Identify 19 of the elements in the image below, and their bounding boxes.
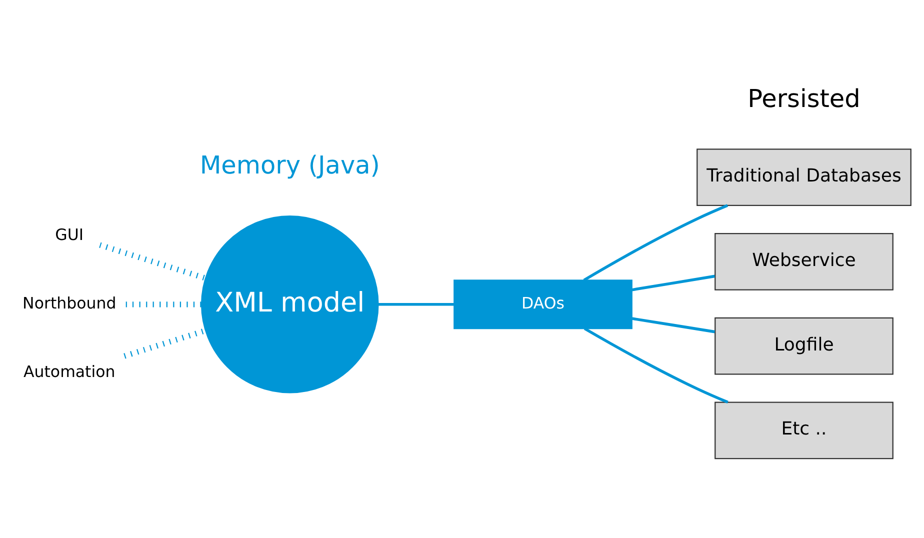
node-text: Northbound bbox=[22, 293, 116, 312]
connector bbox=[99, 242, 206, 280]
connector bbox=[378, 302, 454, 306]
node-circle: XML model bbox=[200, 214, 379, 393]
node-box: Etc .. bbox=[714, 401, 894, 459]
connector bbox=[632, 274, 715, 291]
node-text: Automation bbox=[24, 362, 116, 381]
node-text: GUI bbox=[55, 224, 84, 244]
node-box: Traditional Databases bbox=[696, 148, 912, 206]
connector bbox=[124, 327, 206, 358]
node-box: Webservice bbox=[714, 232, 894, 290]
connector bbox=[583, 204, 728, 281]
connector bbox=[632, 316, 715, 333]
node-box: Logfile bbox=[714, 316, 894, 374]
connector bbox=[584, 326, 728, 404]
connector bbox=[126, 301, 202, 307]
label: Memory (Java) bbox=[200, 150, 380, 179]
node-box: DAOs bbox=[454, 279, 632, 329]
label: Persisted bbox=[748, 84, 860, 113]
